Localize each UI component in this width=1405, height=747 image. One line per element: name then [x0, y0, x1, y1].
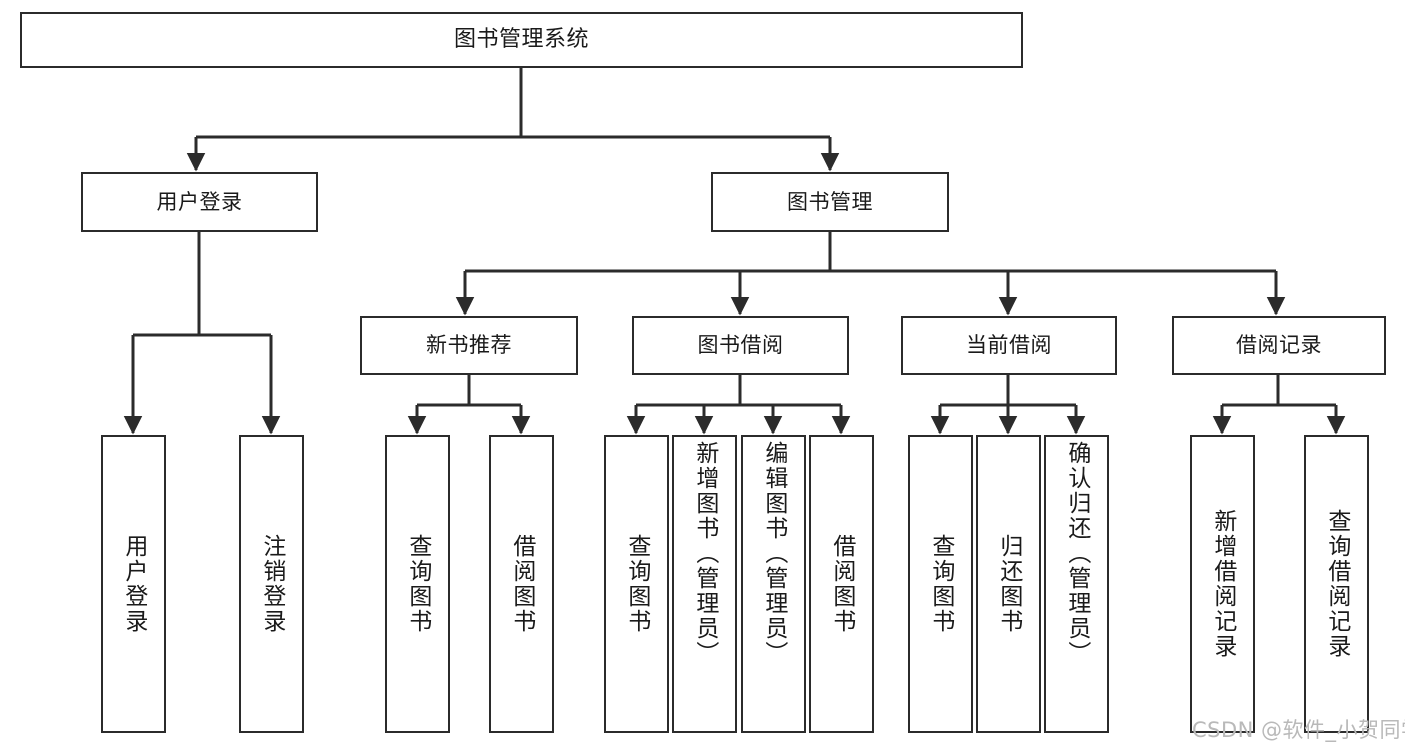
- node-leaf-borrow-book-2-label: 借阅图书: [828, 534, 855, 634]
- node-leaf-query-record-label: 查询借阅记录: [1323, 509, 1350, 659]
- node-leaf-query-book-2[interactable]: 查询图书: [604, 435, 669, 733]
- node-current-borrow[interactable]: 当前借阅: [901, 316, 1117, 375]
- node-book-manage[interactable]: 图书管理: [711, 172, 949, 232]
- node-leaf-add-book-label: 新增图书（管理员）: [691, 441, 718, 666]
- node-leaf-add-record[interactable]: 新增借阅记录: [1190, 435, 1255, 733]
- node-leaf-confirm-return-label: 确认归还（管理员）: [1063, 441, 1090, 666]
- watermark: CSDN @软件_小贺同学: [1192, 718, 1405, 742]
- node-leaf-user-login[interactable]: 用户登录: [101, 435, 166, 733]
- node-leaf-borrow-book-1[interactable]: 借阅图书: [489, 435, 554, 733]
- node-new-book-recommend-label: 新书推荐: [426, 333, 512, 358]
- node-root-system[interactable]: 图书管理系统: [20, 12, 1023, 68]
- node-leaf-user-logout[interactable]: 注销登录: [239, 435, 304, 733]
- node-book-borrow-label: 图书借阅: [697, 333, 784, 358]
- node-current-borrow-label: 当前借阅: [966, 333, 1052, 358]
- node-leaf-borrow-book-2[interactable]: 借阅图书: [809, 435, 874, 733]
- node-leaf-edit-book-label: 编辑图书（管理员）: [760, 441, 787, 666]
- node-user-login-label: 用户登录: [156, 189, 243, 214]
- node-book-borrow[interactable]: 图书借阅: [632, 316, 849, 375]
- node-leaf-confirm-return[interactable]: 确认归还（管理员）: [1044, 435, 1109, 733]
- node-new-book-recommend[interactable]: 新书推荐: [360, 316, 578, 375]
- node-root-system-label: 图书管理系统: [453, 27, 589, 53]
- node-leaf-query-book-1-label: 查询图书: [404, 534, 431, 634]
- node-leaf-add-book[interactable]: 新增图书（管理员）: [672, 435, 737, 733]
- node-borrow-record-label: 借阅记录: [1236, 333, 1322, 358]
- node-leaf-user-logout-label: 注销登录: [258, 534, 285, 634]
- node-book-manage-label: 图书管理: [787, 189, 873, 214]
- node-leaf-edit-book[interactable]: 编辑图书（管理员）: [741, 435, 806, 733]
- node-leaf-borrow-book-1-label: 借阅图书: [508, 534, 535, 634]
- node-leaf-query-book-3-label: 查询图书: [927, 534, 954, 634]
- node-leaf-query-book-1[interactable]: 查询图书: [385, 435, 450, 733]
- node-user-login[interactable]: 用户登录: [81, 172, 318, 232]
- node-leaf-query-book-3[interactable]: 查询图书: [908, 435, 973, 733]
- node-leaf-user-login-label: 用户登录: [120, 534, 147, 634]
- node-leaf-query-record[interactable]: 查询借阅记录: [1304, 435, 1369, 733]
- node-leaf-return-book[interactable]: 归还图书: [976, 435, 1041, 733]
- node-leaf-add-record-label: 新增借阅记录: [1209, 509, 1236, 659]
- node-leaf-return-book-label: 归还图书: [995, 534, 1022, 634]
- node-leaf-query-book-2-label: 查询图书: [623, 534, 650, 634]
- node-borrow-record[interactable]: 借阅记录: [1172, 316, 1386, 375]
